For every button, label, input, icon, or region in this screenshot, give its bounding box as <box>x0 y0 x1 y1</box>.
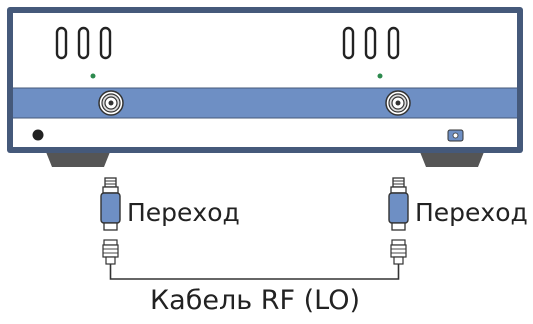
port-band <box>13 88 517 118</box>
port-2-connector-icon[interactable] <box>385 90 411 116</box>
rf-cable <box>102 239 407 280</box>
cable-line <box>109 264 400 280</box>
left-foot <box>46 152 110 167</box>
usb-port-icon[interactable] <box>447 129 464 142</box>
left-indicator-led <box>90 73 96 79</box>
port-1-connector-icon[interactable] <box>98 90 124 116</box>
cable-left-connector-icon <box>102 239 119 265</box>
left-slots <box>55 26 112 60</box>
left-adapter-label: Переход <box>127 198 240 227</box>
power-button-icon[interactable] <box>32 129 44 141</box>
right-indicator-led <box>377 73 383 79</box>
front-panel <box>13 13 517 147</box>
cable-right-connector-icon <box>390 239 407 265</box>
left-adapter <box>100 177 121 231</box>
right-adapter-label: Переход <box>415 198 528 227</box>
right-foot <box>420 152 484 167</box>
instrument <box>7 7 523 167</box>
cable-label: Кабель RF (LO) <box>150 285 361 316</box>
right-adapter <box>388 177 409 231</box>
right-slots <box>342 26 400 60</box>
